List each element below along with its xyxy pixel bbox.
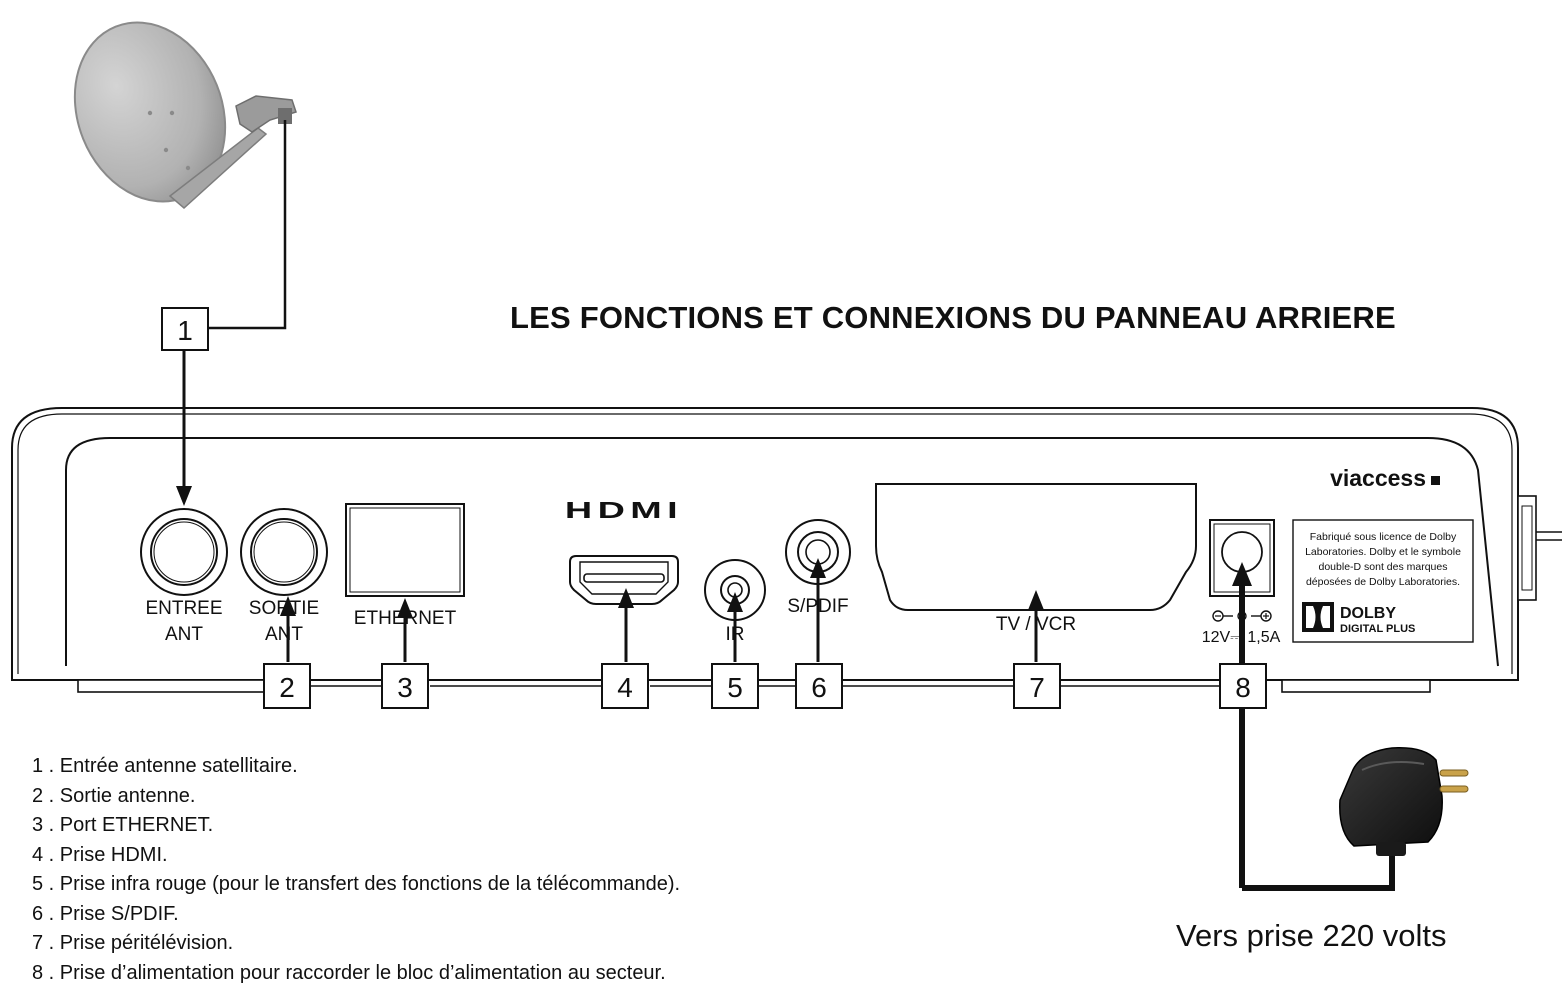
svg-text:6: 6 (811, 672, 827, 703)
legend-item: 6 . Prise S/PDIF. (32, 902, 179, 925)
svg-text:1: 1 (177, 315, 193, 346)
antenna-input-connector (140, 508, 228, 596)
svg-text:2: 2 (279, 672, 295, 703)
hdmi-logo: HDMI (565, 498, 683, 524)
callout-box-5: 5 (711, 663, 759, 709)
callout-box-8: 8 (1219, 663, 1267, 709)
callout-box-6: 6 (795, 663, 843, 709)
dolby-logo-sub: DIGITAL PLUS (1340, 623, 1415, 635)
svg-text:8: 8 (1235, 672, 1251, 703)
page-title: LES FONCTIONS ET CONNEXIONS DU PANNEAU A… (510, 300, 1396, 335)
callout-box-1: 1 (161, 307, 209, 351)
entree-label-1: ENTREE (145, 598, 222, 619)
power-cable (1232, 562, 1395, 891)
viaccess-logo: viaccess (1330, 465, 1426, 491)
hdmi-port (569, 555, 679, 605)
viaccess-logo-square (1431, 476, 1440, 485)
dolby-line-3: double-D sont des marques (1319, 561, 1448, 573)
dolby-double-d-icon (1302, 602, 1334, 632)
scart-connector (875, 483, 1197, 611)
callout-box-3: 3 (381, 663, 429, 709)
dolby-notice: Fabriqué sous licence de Dolby Laborator… (1292, 519, 1474, 643)
dish-cable (209, 120, 287, 330)
svg-text:7: 7 (1029, 672, 1045, 703)
dolby-line-2: Laboratories. Dolby et le symbole (1305, 546, 1461, 558)
entree-label-2: ANT (165, 624, 203, 645)
satellite-dish-icon (73, 21, 297, 209)
legend-item: 2 . Sortie antenne. (32, 784, 196, 807)
antenna-output-connector (240, 508, 328, 596)
legend-item: 4 . Prise HDMI. (32, 843, 168, 866)
power-caption: Vers prise 220 volts (1176, 918, 1447, 953)
sortie-label-2: ANT (265, 624, 303, 645)
svg-text:4: 4 (617, 672, 633, 703)
callout-box-4: 4 (601, 663, 649, 709)
power-adapter-icon (1339, 747, 1469, 856)
dolby-line-1: Fabriqué sous licence de Dolby (1310, 531, 1457, 543)
callout-box-7: 7 (1013, 663, 1061, 709)
ethernet-port (345, 503, 465, 597)
legend-item: 5 . Prise infra rouge (pour le transfert… (32, 873, 681, 895)
dolby-logo-main: DOLBY (1340, 605, 1396, 622)
legend-list: 1 . Entrée antenne satellitaire. 2 . Sor… (32, 752, 680, 988)
legend-item: 8 . Prise d’alimentation pour raccorder … (32, 961, 666, 984)
legend-item: 1 . Entrée antenne satellitaire. (32, 755, 298, 777)
spdif-jack (785, 519, 851, 585)
legend-item: 7 . Prise péritélévision. (32, 932, 234, 954)
legend-item: 3 . Port ETHERNET. (32, 814, 214, 836)
dolby-line-4: déposées de Dolby Laboratories. (1306, 576, 1460, 588)
svg-text:3: 3 (397, 672, 413, 703)
svg-text:5: 5 (727, 672, 743, 703)
callout-arrows (176, 350, 1044, 662)
callout-box-2: 2 (263, 663, 311, 709)
